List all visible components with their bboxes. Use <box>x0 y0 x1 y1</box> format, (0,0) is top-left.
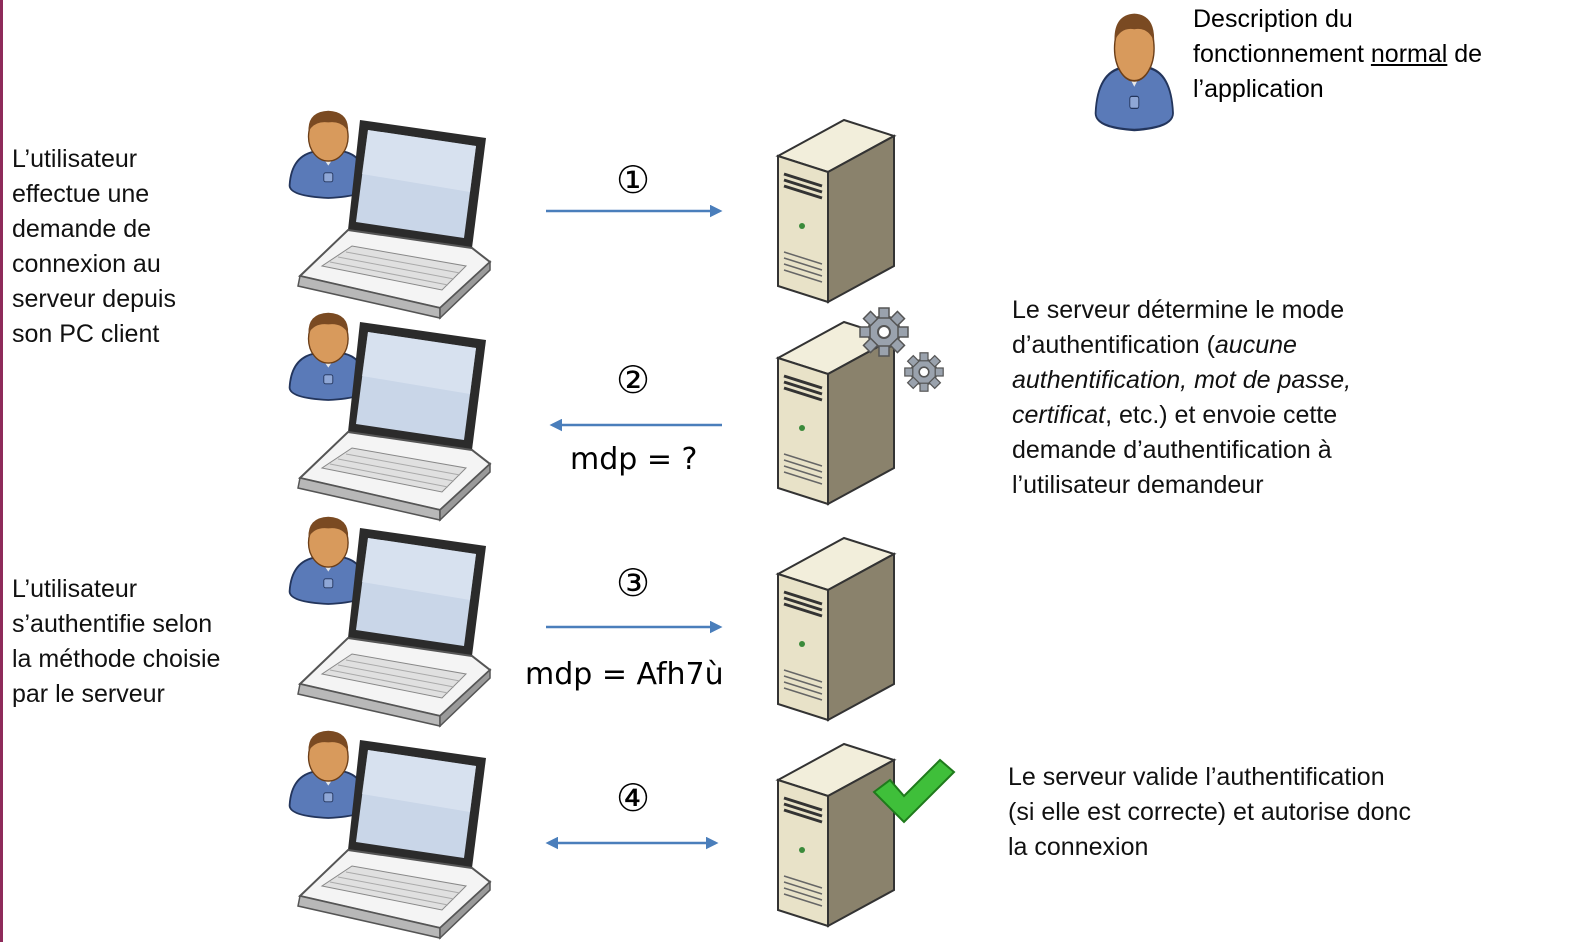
slide-border <box>0 0 3 942</box>
step-4-marker: ④ <box>616 776 651 820</box>
legend-user-icon <box>1094 12 1175 132</box>
description-step-3: L’utilisateur s’authentifie selon la mét… <box>12 575 221 708</box>
gear-icon-small <box>903 351 945 393</box>
server-icon-1 <box>776 118 896 304</box>
legend-underline-word: normal <box>1370 40 1448 68</box>
description-step-4: Le serveur valide l’authentification (si… <box>1008 763 1411 861</box>
server-icon-2 <box>776 320 896 506</box>
legend-line-3: l’application <box>1193 75 1324 103</box>
server-icon-3 <box>776 536 896 722</box>
description-step-1: L’utilisateur effectue une demande de co… <box>12 145 176 348</box>
step-1-marker: ① <box>616 158 651 202</box>
step-3-message: mdp = Afh7ù <box>525 657 724 692</box>
check-icon <box>872 758 956 824</box>
step-2-message: mdp = ? <box>570 442 698 477</box>
legend-text: Description du fonctionnement normal de … <box>1193 5 1483 103</box>
description-step-2: Le serveur détermine le mode d’authentif… <box>1012 296 1352 499</box>
legend-line-1: Description du <box>1193 5 1353 33</box>
gear-icon-large <box>859 307 909 357</box>
step-3-marker: ③ <box>616 561 651 605</box>
step-2-marker: ② <box>616 358 651 402</box>
server-icon-4 <box>776 742 896 928</box>
